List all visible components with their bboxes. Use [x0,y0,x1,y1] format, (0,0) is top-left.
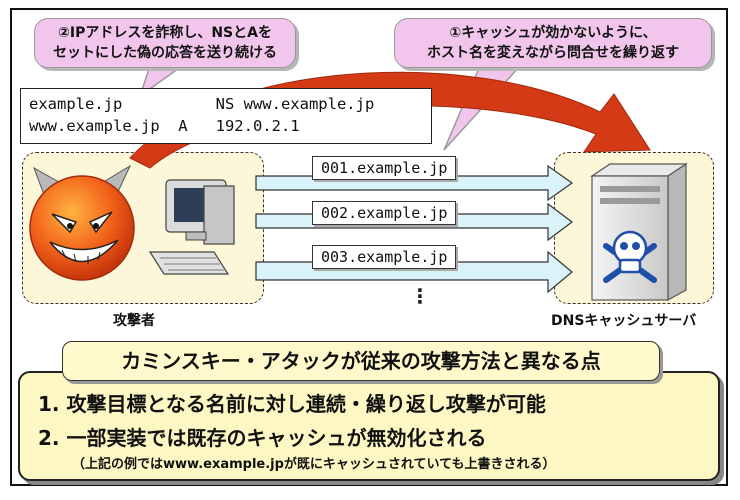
attack-callout-line1: ②IPアドレスを詐称し、NSとAを [58,25,272,41]
attacker-label: 攻撃者 [113,313,155,329]
query-callout-line1: ①キャッシュが効かないように、 [449,25,657,41]
query-label-2: 002.example.jp [312,201,457,225]
query-label-1: 001.example.jp [312,156,457,180]
devil-icon [29,164,135,281]
query-callout-line2: ホスト名を変えながら問合せを繰り返す [427,45,679,61]
summary-point-1: 1. 攻撃目標となる名前に対し連続・繰り返し攻撃が可能 [38,392,546,416]
forged-response: example.jp NS www.example.jp www.example… [20,88,432,144]
summary-note: （上記の例ではwww.example.jpが既にキャッシュされていても上書きされ… [72,457,556,472]
attack-callout-line2: セットにした偽の応答を送り続ける [53,45,277,61]
forged-response-ns: example.jp NS www.example.jp [29,95,375,113]
more-queries-ellipsis: ⋮ [410,284,430,308]
summary-box [18,371,720,481]
query-callout: ①キャッシュが効かないように、 ホスト名を変えながら問合せを繰り返す [394,18,712,68]
query-arrow-1 [255,164,574,202]
skull-icon [603,230,657,283]
query-label-3: 003.example.jp [312,245,457,269]
summary-banner: カミンスキー・アタックが従来の攻撃方法と異なる点 [62,341,660,381]
attack-callout: ②IPアドレスを詐称し、NSとAを セットにした偽の応答を送り続ける [34,18,296,68]
computer-icon [148,179,235,275]
summary-point-2: 2. 一部実装では既存のキャッシュが無効化される [38,426,487,450]
forged-response-a: www.example.jp A 192.0.2.1 [29,117,300,135]
server-label: DNSキャッシュサーバ [551,313,697,329]
